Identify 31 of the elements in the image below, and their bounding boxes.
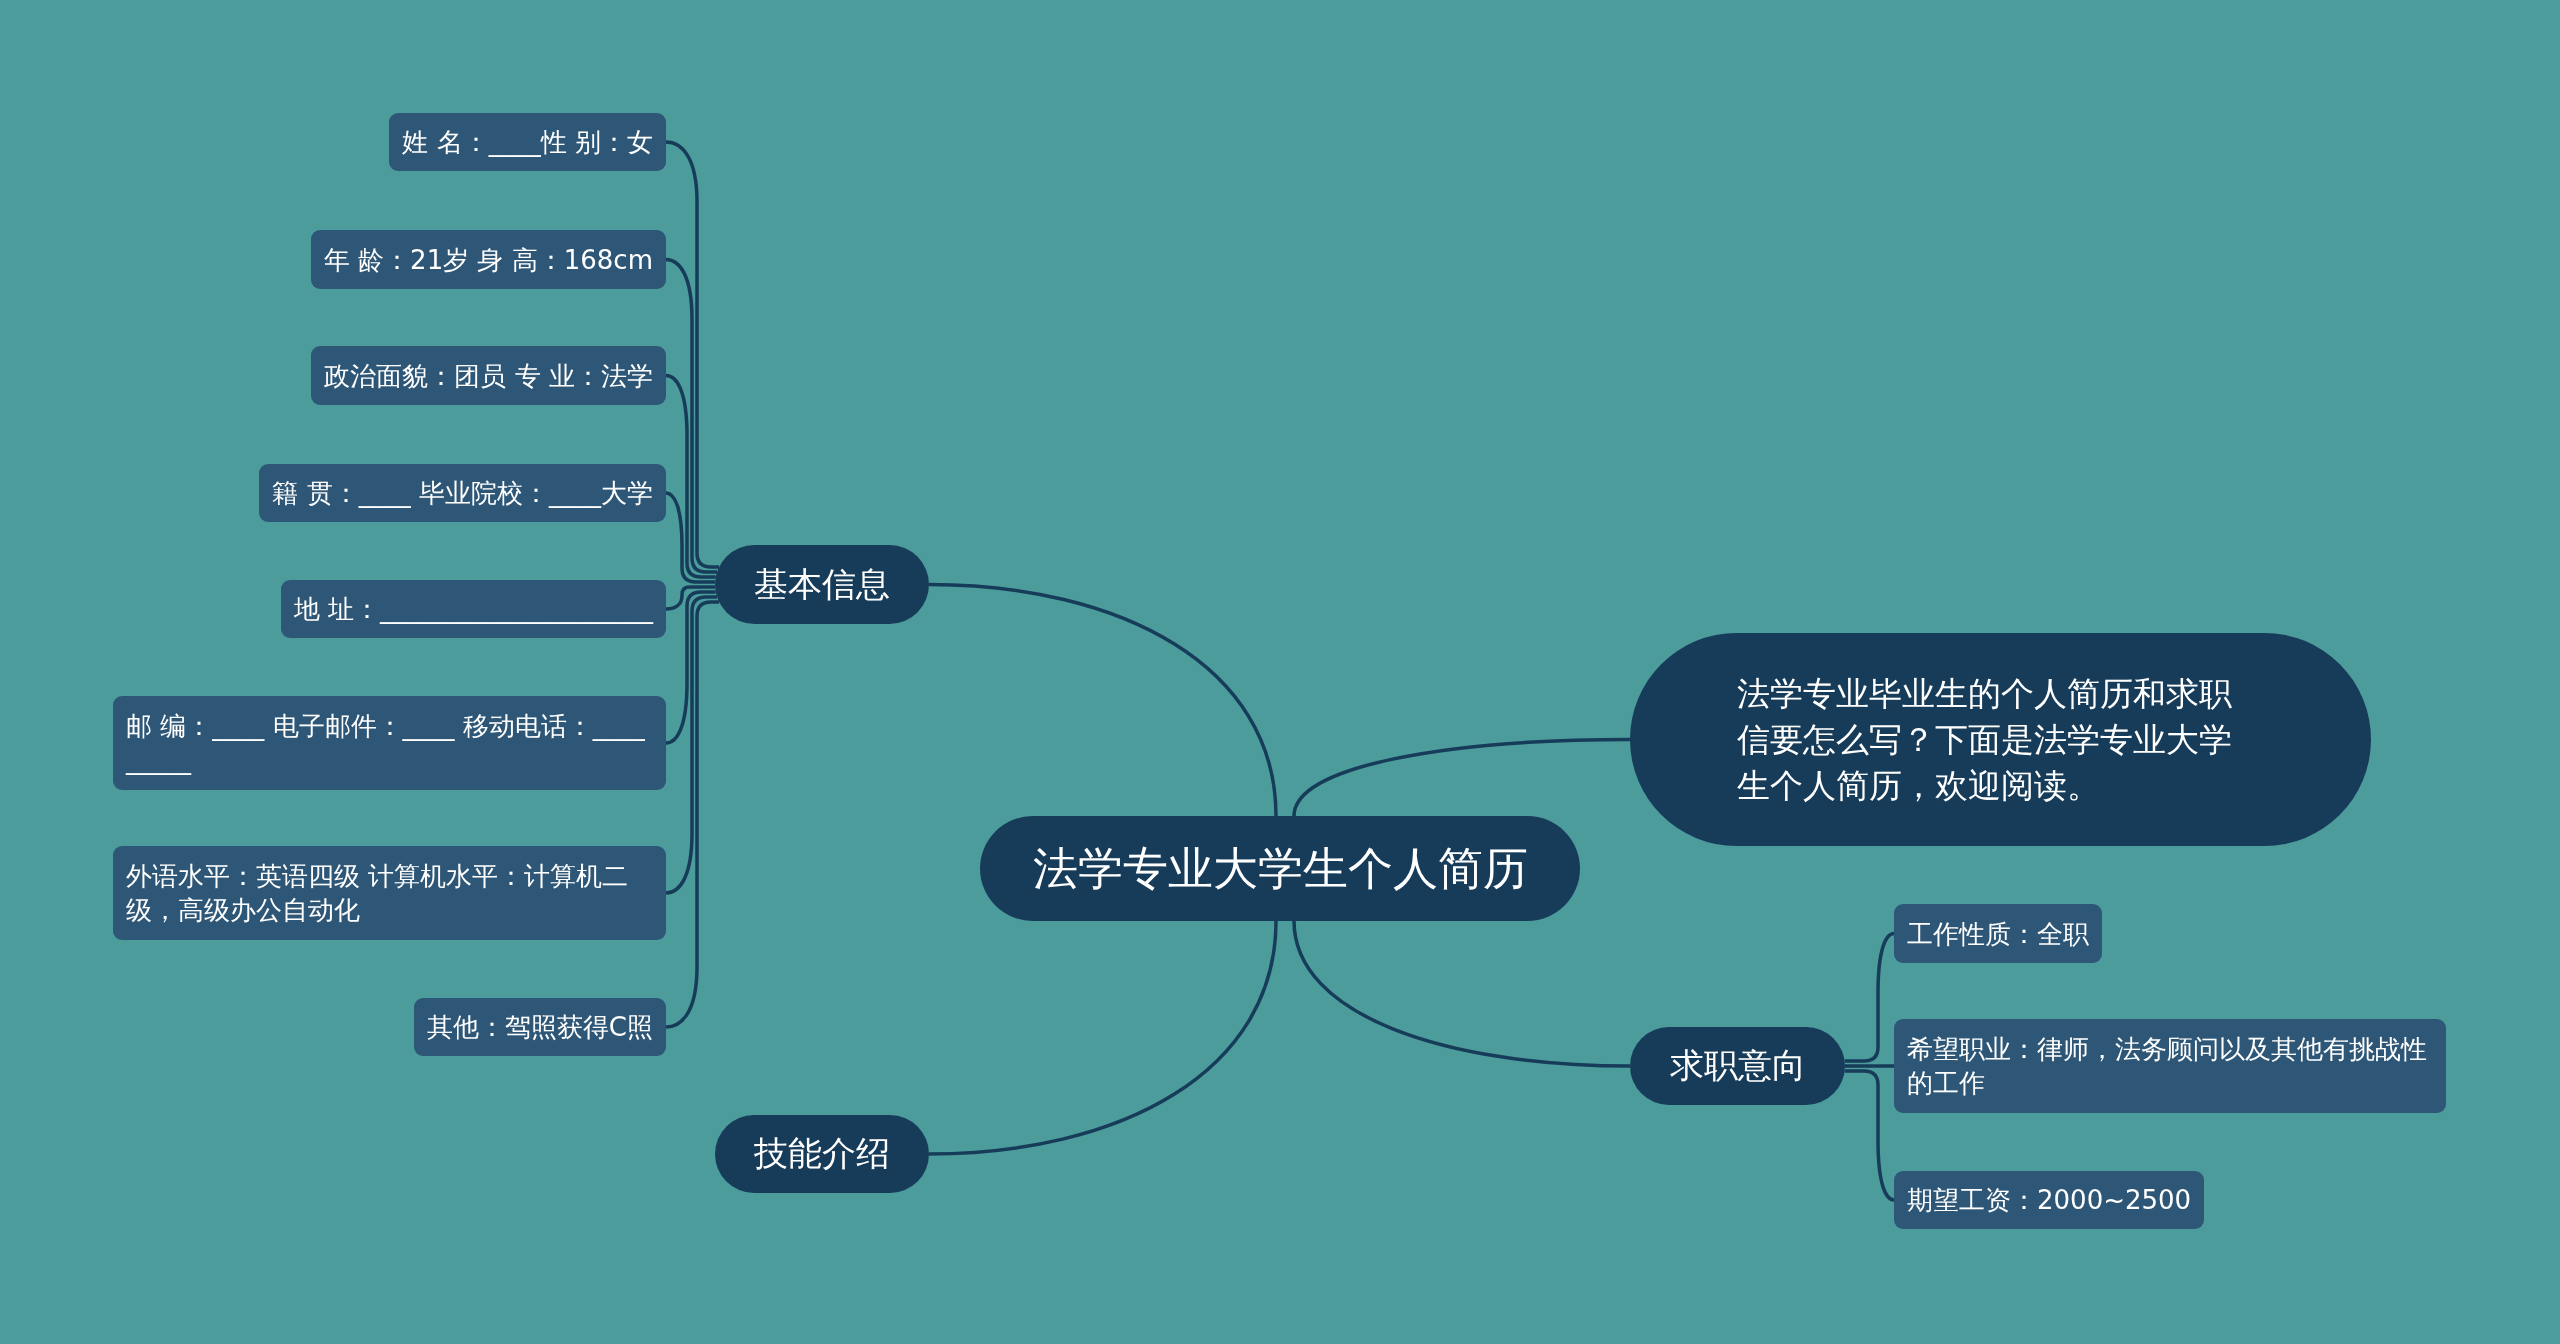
main-topic-pill: 法学专业大学生个人简历 xyxy=(980,816,1580,921)
note-pill: 法学专业毕业生的个人简历和求职信要怎么写？下面是法学专业大学生个人简历，欢迎阅读。 xyxy=(1630,633,2371,846)
detail-box: 工作性质：全职 xyxy=(1894,904,2102,963)
connector-line xyxy=(928,582,1278,817)
connector-line xyxy=(665,595,718,895)
topic-pill: 技能介绍 xyxy=(715,1115,929,1193)
connector-line xyxy=(1844,1069,1895,1202)
detail-box: 外语水平：英语四级 计算机水平：计算机二级，高级办公自动化 xyxy=(113,846,666,940)
connector-line xyxy=(1845,1064,1894,1068)
connector-line xyxy=(665,140,720,569)
connector-line xyxy=(665,590,716,745)
connector-line xyxy=(665,373,716,579)
detail-box: 邮 编：____ 电子邮件：____ 移动电话：_________ xyxy=(113,696,666,790)
connector-line xyxy=(1292,737,1631,817)
connector-line xyxy=(1844,931,1895,1063)
detail-box: 地 址：_____________________ xyxy=(280,580,666,638)
connector-line xyxy=(665,491,716,584)
connector-line xyxy=(1292,920,1631,1068)
detail-box: 政治面貌：团员 专 业：法学 xyxy=(311,346,666,405)
detail-box: 其他：驾照获得C照 xyxy=(413,998,666,1056)
connector-line xyxy=(928,920,1278,1156)
connector-line xyxy=(665,585,716,611)
connector-line xyxy=(665,257,718,574)
topic-pill: 基本信息 xyxy=(715,545,929,624)
detail-box: 姓 名：____性 别：女 xyxy=(389,113,666,171)
connector-line xyxy=(665,600,720,1029)
detail-box: 籍 贯：____ 毕业院校：____大学 xyxy=(259,464,666,522)
detail-box: 年 龄：21岁 身 高：168cm xyxy=(310,230,666,289)
detail-box: 期望工资：2000~2500 xyxy=(1894,1171,2205,1229)
topic-pill: 求职意向 xyxy=(1630,1027,1845,1105)
detail-box: 希望职业：律师，法务顾问以及其他有挑战性的工作 xyxy=(1894,1019,2446,1113)
